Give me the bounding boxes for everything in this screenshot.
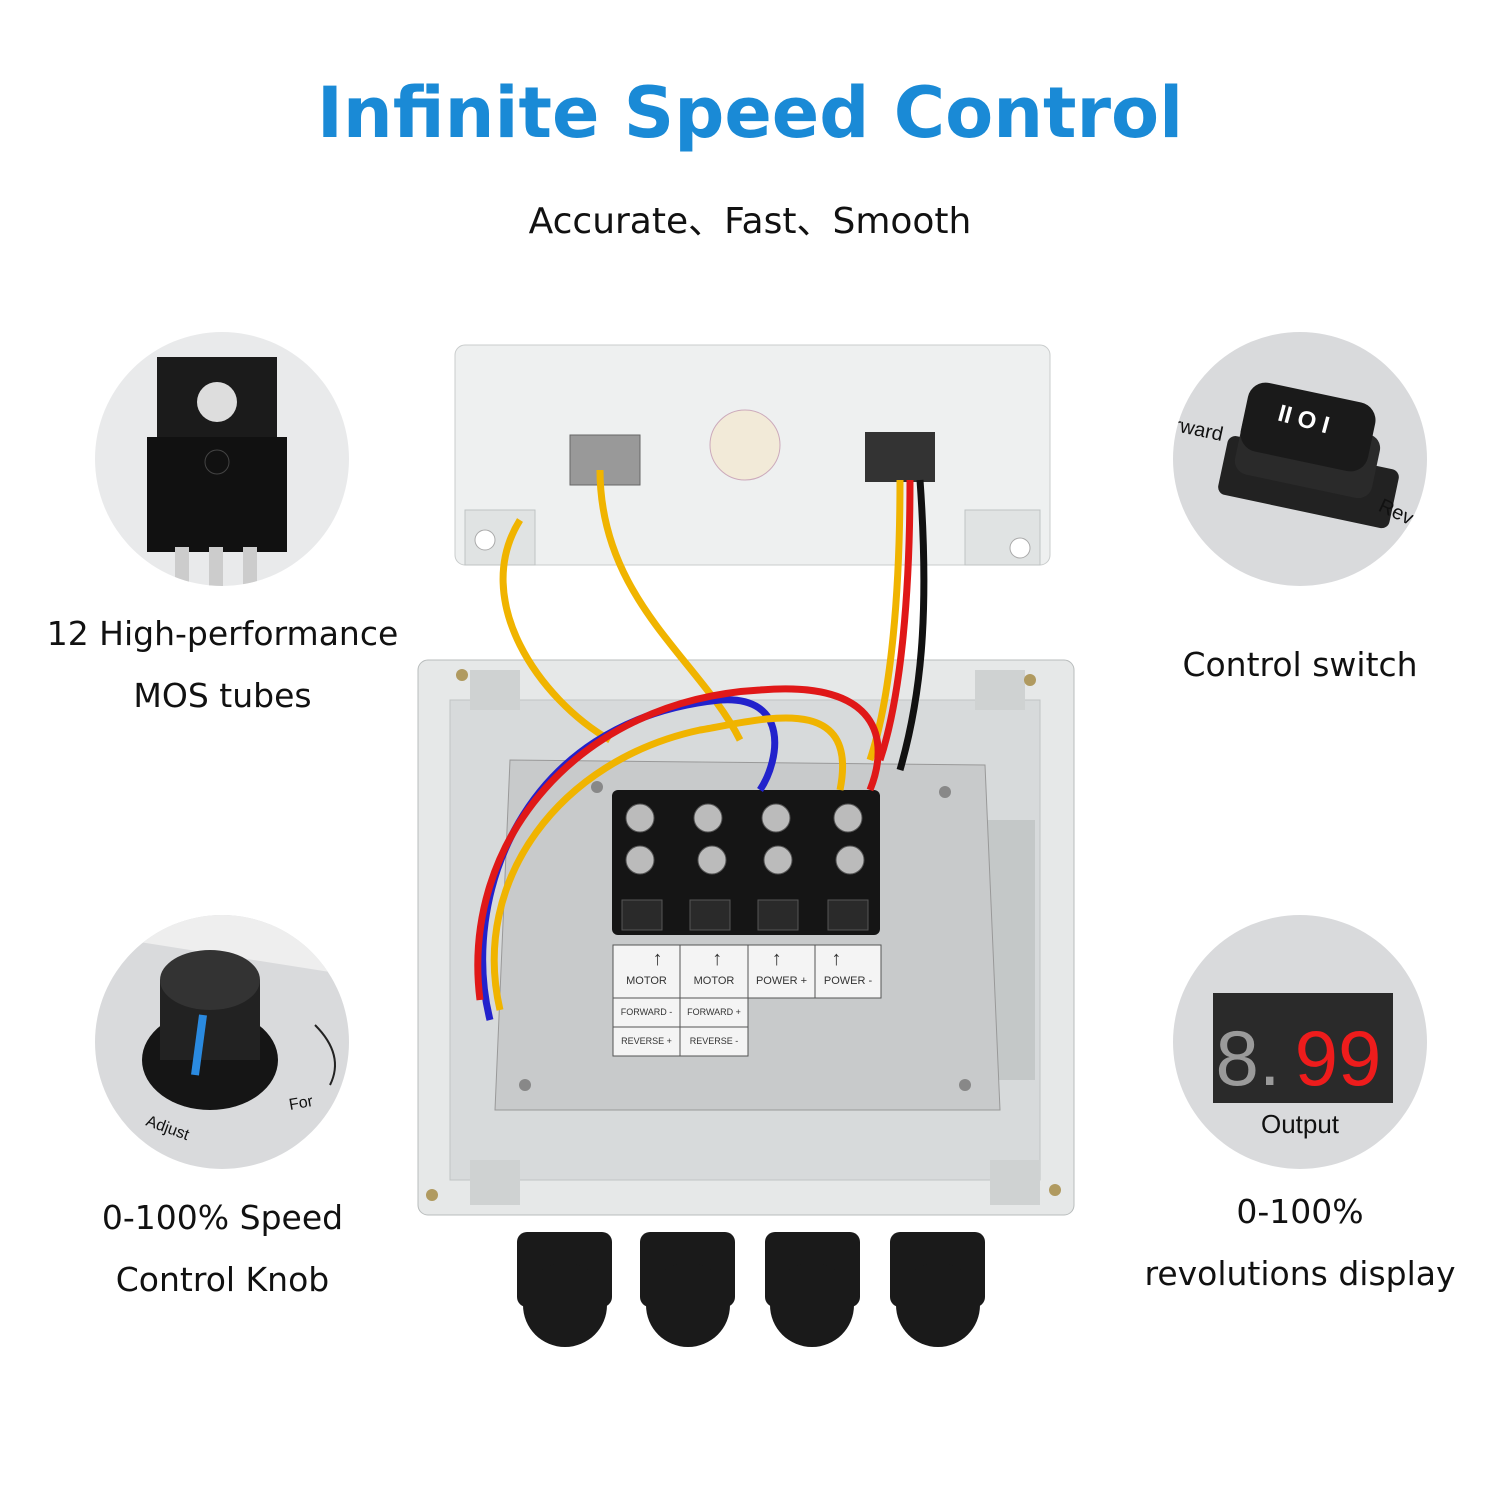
- page-subtitle: Accurate、Fast、Smooth: [528, 201, 972, 242]
- enclosure-lid: [454, 344, 1051, 566]
- mos-feature-label: 12 High-performance MOS tubes: [0, 603, 445, 727]
- display-caption: Output: [1261, 1109, 1340, 1139]
- cable-glands: [517, 1232, 985, 1347]
- switch-forward-text: rward: [1173, 414, 1225, 446]
- display-label-line2: revolutions display: [1144, 1254, 1456, 1293]
- knob-icon: Adjust For: [95, 915, 349, 1144]
- arrow-icon: ↑ ↑ ↑ ↑: [652, 948, 842, 970]
- mos-label-line2: MOS tubes: [133, 676, 312, 715]
- led-reading: 99: [1295, 1014, 1382, 1102]
- knob-feature-label: 0-100% Speed Control Knob: [0, 1187, 445, 1311]
- rocker-switch-icon: II O I rward Rev: [1173, 382, 1417, 530]
- terminal-label-forward-2: FORWARD +: [687, 1007, 741, 1017]
- terminal-label-power-minus: POWER -: [823, 975, 873, 987]
- led-display-icon: 8. 99 Output: [1213, 993, 1393, 1139]
- terminal-block: [612, 790, 880, 935]
- wires: [474, 469, 928, 1021]
- display-feature-image: 8. 99 Output: [1173, 915, 1427, 1169]
- knob-forward-text: For: [288, 1093, 315, 1114]
- terminal-label-reverse-1: REVERSE +: [621, 1036, 672, 1046]
- display-feature-label: 0-100% revolutions display: [1100, 1181, 1500, 1305]
- knob-adjust-text: Adjust: [144, 1113, 192, 1144]
- knob-feature-image: Adjust For: [95, 915, 349, 1169]
- mos-label-line1: 12 High-performance: [46, 614, 399, 653]
- terminal-label-reverse-2: REVERSE -: [689, 1036, 739, 1046]
- terminal-label-forward-1: FORWARD -: [620, 1007, 673, 1017]
- knob-label-line1: 0-100% Speed: [101, 1198, 344, 1237]
- led-digit-off: 8.: [1215, 1014, 1280, 1102]
- switch-feature-label: Control switch: [1182, 645, 1418, 684]
- terminal-label-table: [612, 944, 882, 1057]
- knob-label-line2: Control Knob: [115, 1260, 330, 1299]
- switch-feature-image: II O I rward Rev: [1173, 332, 1427, 586]
- mosfet-icon: [147, 357, 287, 586]
- terminal-label-motor-1: MOTOR: [626, 975, 667, 987]
- terminal-label-power-plus: POWER +: [755, 975, 808, 987]
- display-label-line1: 0-100%: [1236, 1192, 1364, 1231]
- terminal-label-motor-2: MOTOR: [693, 975, 735, 987]
- page-title: Infinite Speed Control: [316, 72, 1184, 154]
- mosfet-feature-image: [95, 332, 349, 586]
